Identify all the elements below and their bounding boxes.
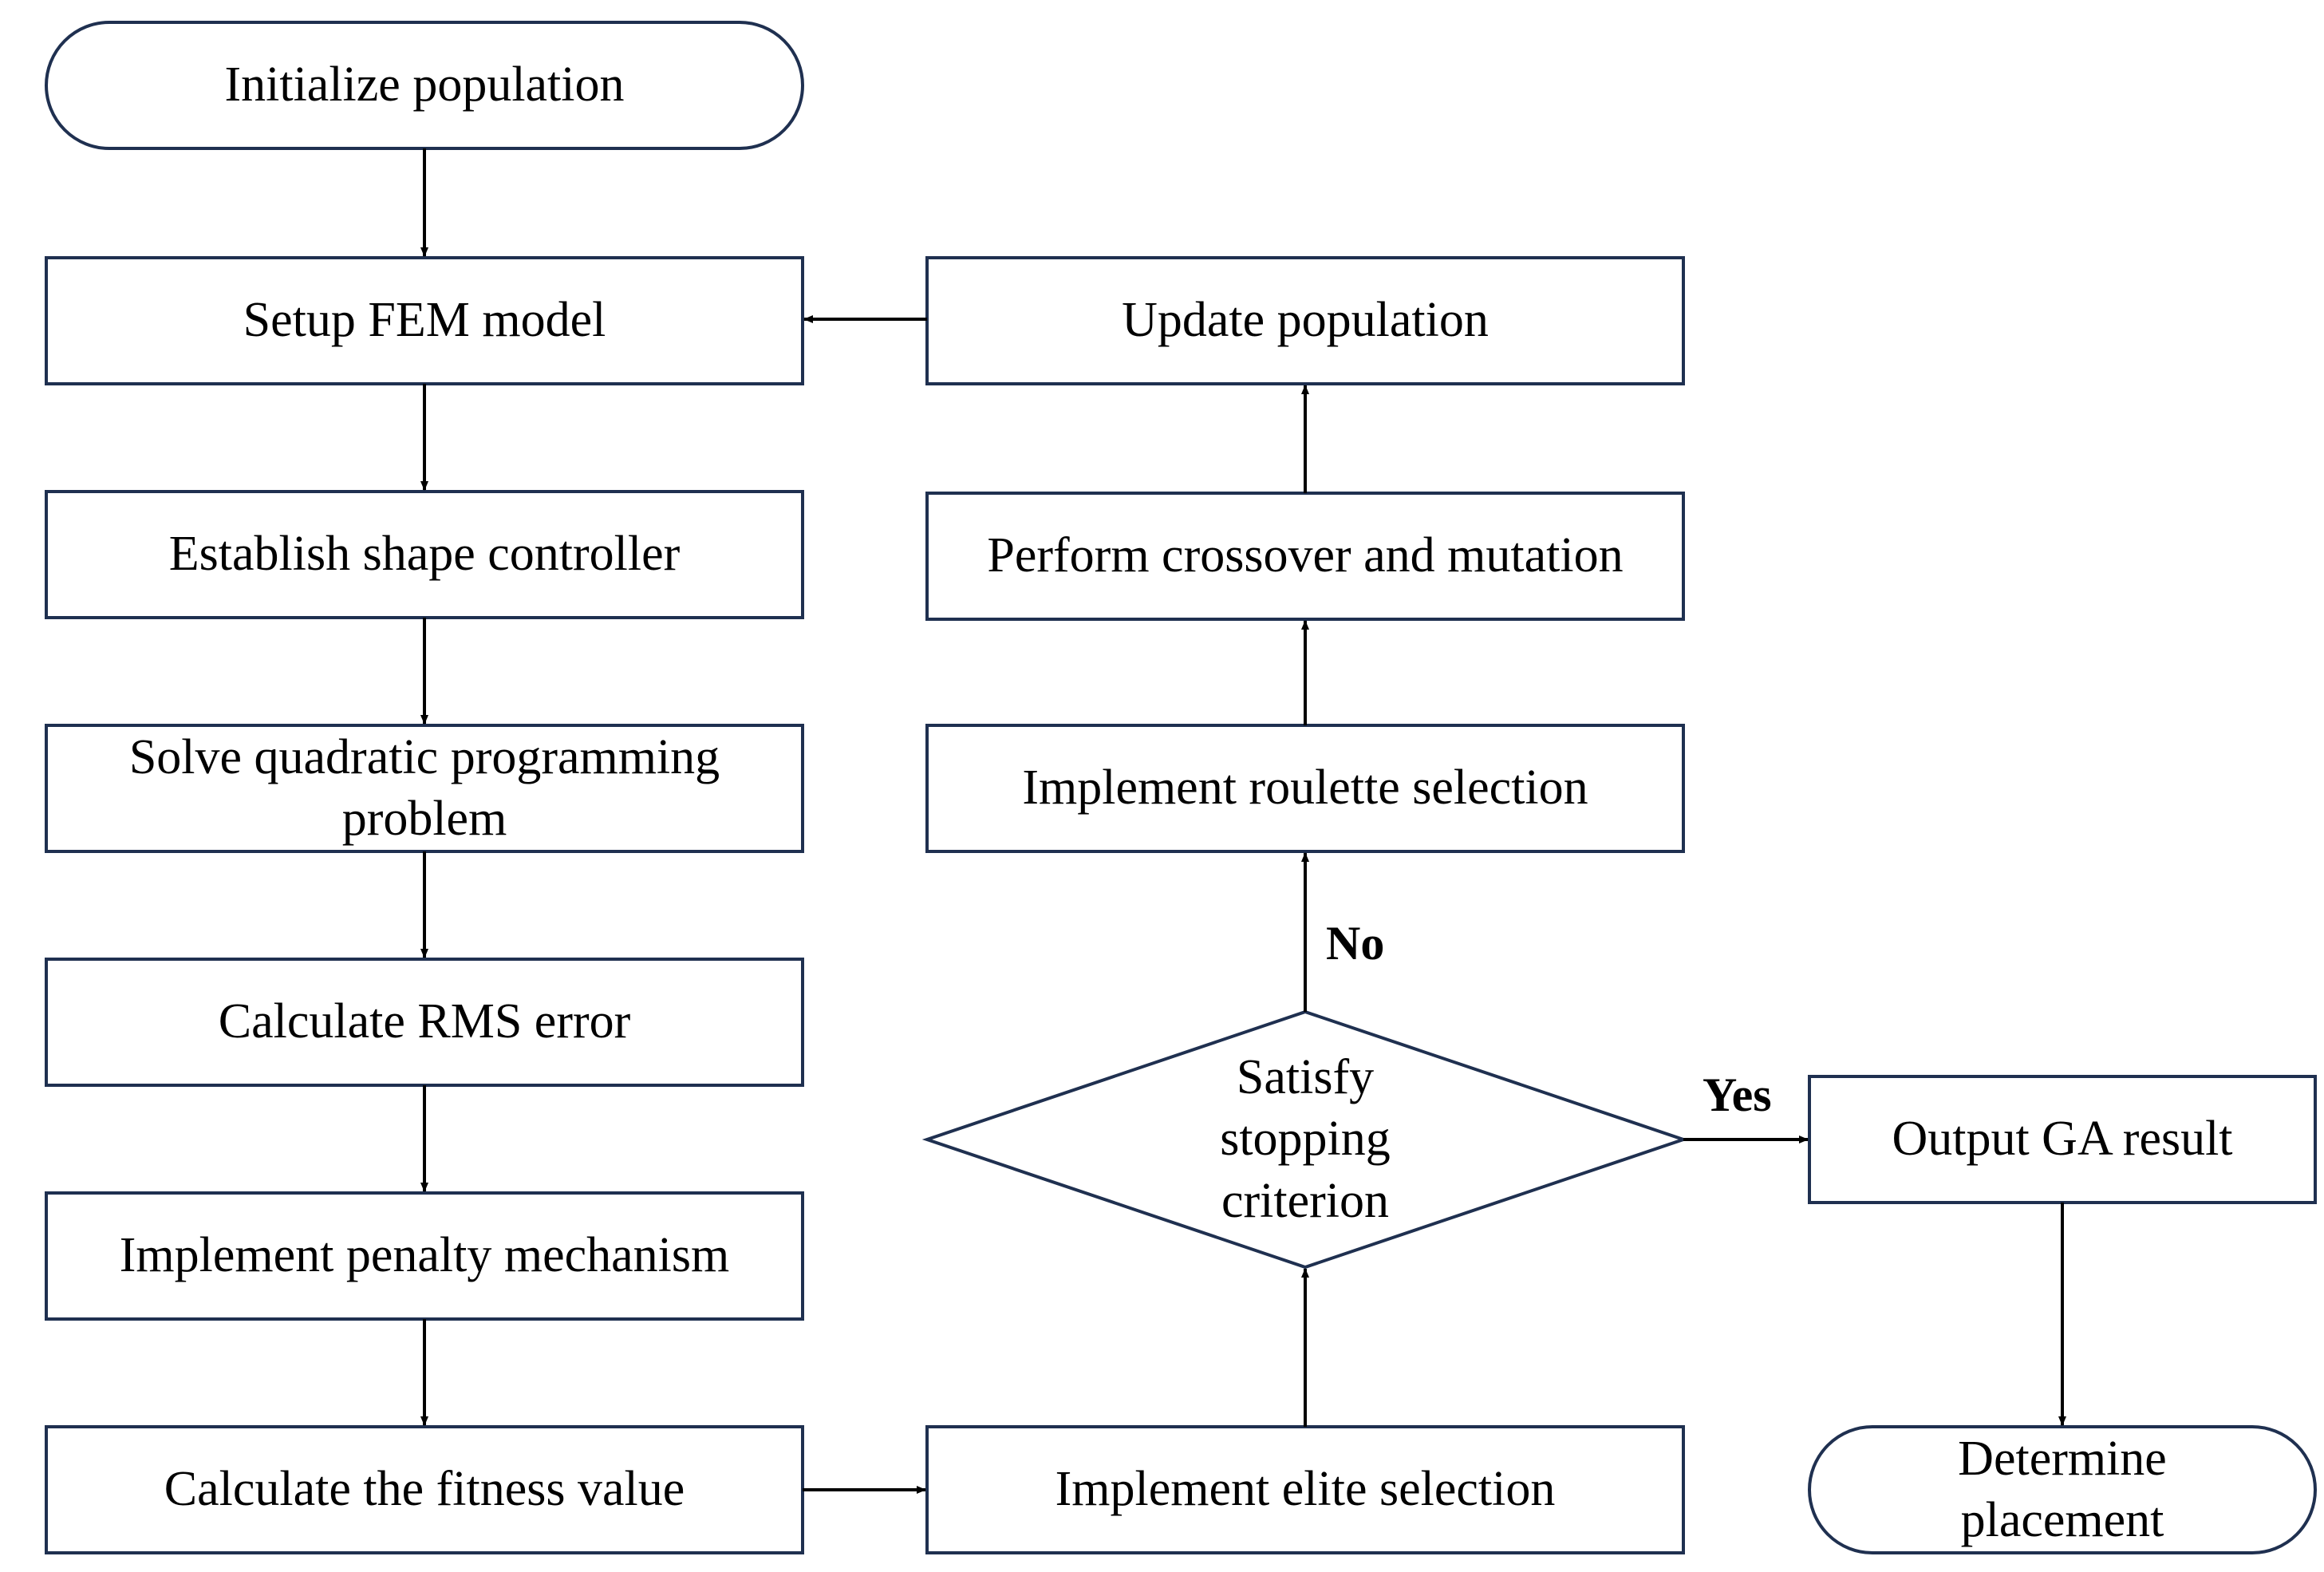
output-label: Output GA result [1892, 1112, 2233, 1167]
determine-terminal [1808, 1425, 2317, 1554]
shape-controller-label: Establish shape controller [168, 527, 681, 582]
decision-label-line1: Satisfy [1236, 1049, 1375, 1104]
decision-diamond [921, 1009, 1689, 1270]
crossover-box [925, 492, 1685, 621]
elite-label: Implement elite selection [1055, 1462, 1556, 1517]
determine-label: Determine placement [1809, 1427, 2315, 1553]
setup-fem-box [45, 256, 804, 385]
solve-qp-label-line1: Solve quadratic programming [128, 729, 720, 784]
solve-qp-label: Solve quadratic programming problem [46, 725, 803, 851]
determine-label-line1: Determine [1958, 1431, 2167, 1486]
rms-error-label: Calculate RMS error [218, 994, 631, 1049]
roulette-label: Implement roulette selection [1022, 760, 1588, 816]
update-population-label: Update population [1122, 293, 1489, 348]
decision-label: Satisfy stopping criterion [1106, 1036, 1505, 1243]
fitness-label: Calculate the fitness value [164, 1462, 685, 1517]
decision-label-line3: criterion [1221, 1173, 1389, 1228]
update-population-box [925, 256, 1685, 385]
fitness-box [45, 1425, 804, 1554]
branch-no-label: No [1326, 917, 1385, 970]
initialize-label: Initialize population [224, 57, 625, 113]
solve-qp-label-line2: problem [341, 792, 507, 846]
setup-fem-label: Setup FEM model [243, 293, 606, 348]
decision-label-line2: stopping [1220, 1112, 1391, 1167]
roulette-box [925, 724, 1685, 853]
branch-yes-label: Yes [1703, 1068, 1772, 1121]
penalty-label: Implement penalty mechanism [119, 1228, 730, 1283]
output-box [1808, 1075, 2317, 1204]
elite-box [925, 1425, 1685, 1554]
shape-controller-box [45, 490, 804, 619]
determine-label-line2: placement [1960, 1493, 2164, 1547]
solve-qp-box [45, 724, 804, 853]
crossover-label: Perform crossover and mutation [987, 528, 1624, 583]
